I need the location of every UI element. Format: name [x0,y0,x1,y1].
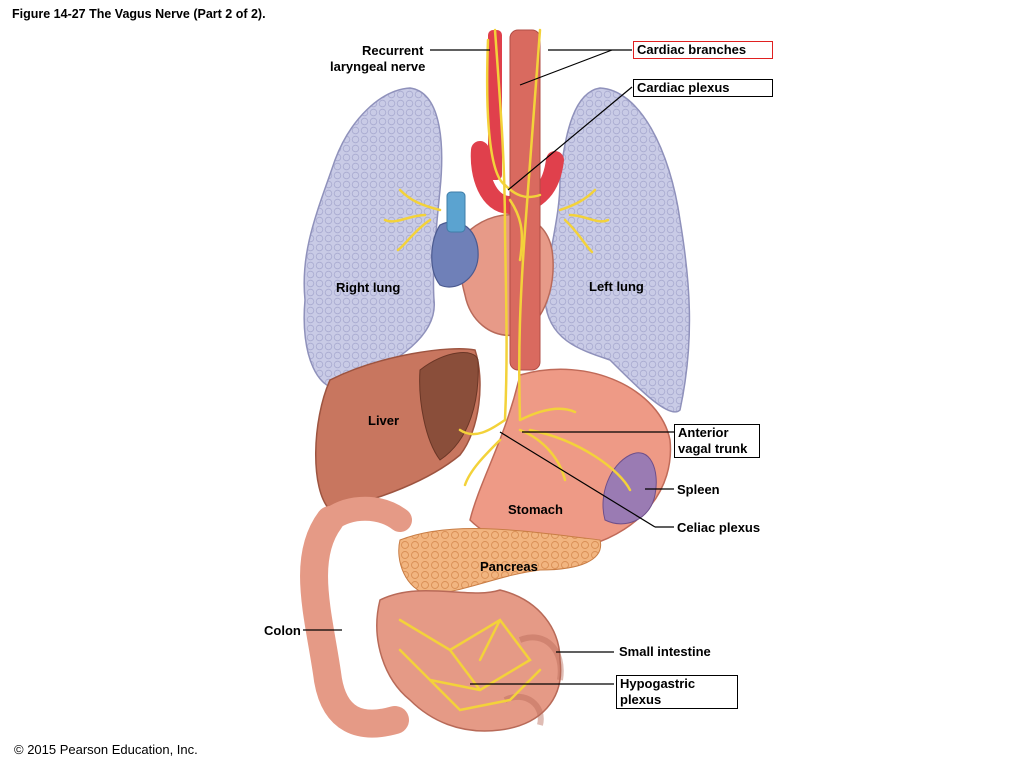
label-anterior-vagal-trunk-line1: Anterior [678,425,729,440]
right-lung [303,87,443,390]
label-hypogastric-plexus-line1: Hypogastric [620,676,696,691]
label-spleen: Spleen [677,482,720,497]
label-colon: Colon [264,623,301,638]
right-vagus-trunk [493,28,508,422]
label-hypogastric-plexus-line2: plexus [620,692,662,707]
label-pancreas: Pancreas [480,559,538,574]
superior-vena-cava [446,191,466,233]
vagus-nerve-network [383,28,632,712]
label-liver: Liver [368,413,400,428]
label-recurrent-laryngeal-nerve: Recurrent [362,43,423,59]
colon [300,506,409,738]
copyright-notice: © 2015 Pearson Education, Inc. [14,742,198,757]
label-celiac-plexus: Celiac plexus [677,520,761,535]
left-vagus-trunk [517,28,542,422]
label-cardiac-branches: Cardiac branches [633,41,773,59]
transverse-colon [318,496,412,532]
label-stomach: Stomach [508,502,563,517]
label-right-lung: Right lung [336,280,401,295]
label-small-intestine: Small intestine [619,644,711,659]
label-recurrent-laryngeal-nerve-line1: Recurrent [362,43,424,58]
recurrent-laryngeal-branch [485,38,507,187]
right-atrium [431,221,479,288]
label-anterior-vagal-trunk: Anterior vagal trunk [674,424,760,458]
label-hypogastric-plexus: Hypogastric plexus [616,675,738,709]
leader-lines [303,49,674,685]
label-recurrent-laryngeal-nerve-line2: laryngeal nerve [330,59,426,74]
label-left-lung: Left lung [589,279,644,294]
label-anterior-vagal-trunk-line2: vagal trunk [678,441,748,456]
left-lung [544,87,691,413]
figure-title: Figure 14-27 The Vagus Nerve (Part 2 of … [12,7,266,21]
label-cardiac-plexus: Cardiac plexus [633,79,773,97]
